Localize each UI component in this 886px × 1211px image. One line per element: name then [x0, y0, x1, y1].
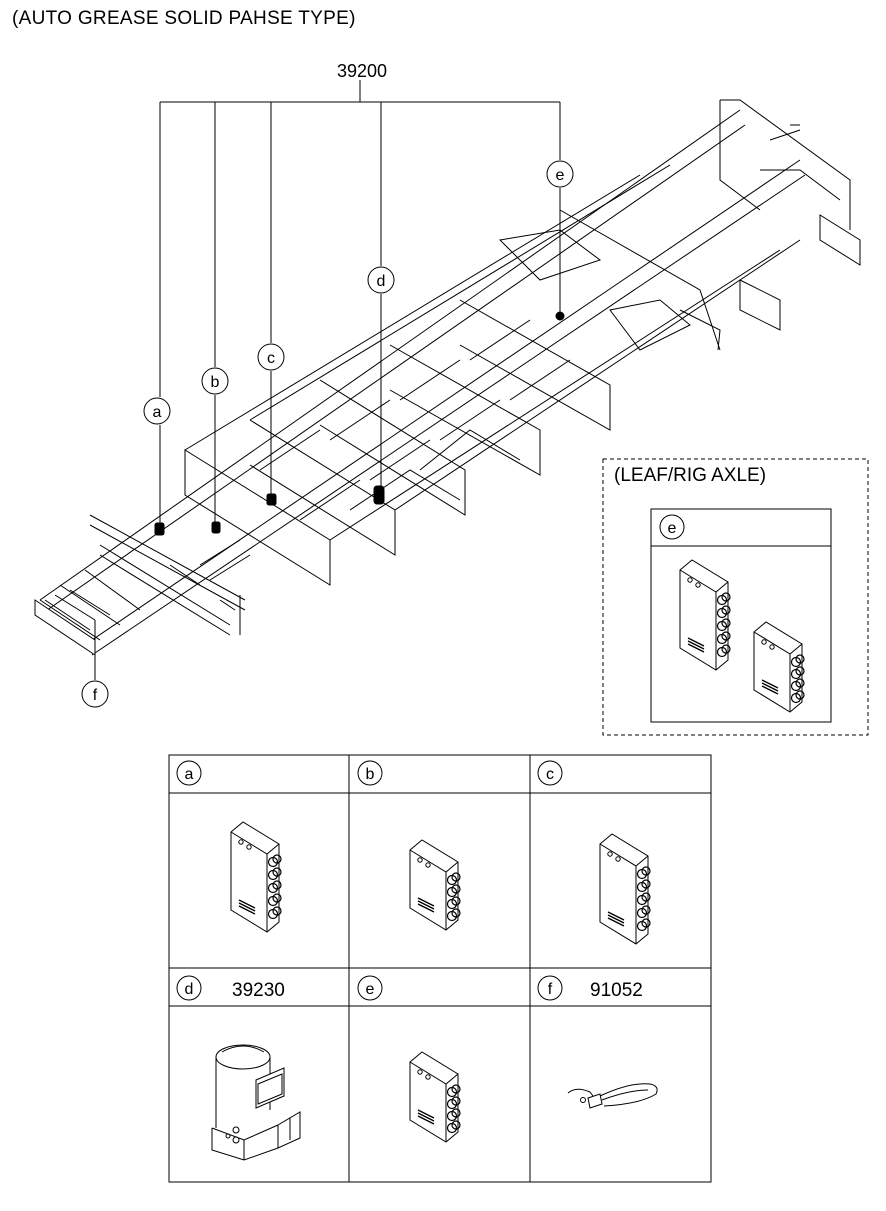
- chassis-frame-drawing: [34, 99, 861, 656]
- inset-title: (LEAF/RIG AXLE): [614, 465, 766, 486]
- table-cell-d: d 39230: [176, 975, 301, 1161]
- grease-points: [154, 311, 565, 536]
- table-cell-f: f 91052: [537, 975, 658, 1109]
- table-cell-e: e: [357, 975, 461, 1143]
- lubrication-block-icon: [753, 621, 805, 713]
- diagram-title: (AUTO GREASE SOLID PAHSE TYPE): [12, 8, 356, 29]
- callout-a: a: [143, 397, 171, 425]
- part-number: 91052: [590, 980, 643, 1001]
- svg-text:b: b: [211, 374, 220, 391]
- inset-letter: e: [668, 520, 677, 537]
- lubrication-block-icon: [230, 821, 282, 933]
- parts-table: [168, 754, 712, 1183]
- cell-letter: a: [185, 766, 194, 783]
- cell-letter: b: [366, 766, 375, 783]
- callout-d: d: [367, 266, 395, 294]
- svg-text:e: e: [556, 167, 565, 184]
- leader-lines: [94, 80, 561, 680]
- svg-text:f: f: [93, 687, 98, 704]
- lubrication-block-icon: [679, 559, 731, 671]
- assembly-part-number: 39200: [337, 61, 387, 81]
- grease-pump-icon: [211, 1044, 301, 1161]
- cell-letter: d: [185, 981, 194, 998]
- cable-tie-icon: [567, 1083, 658, 1109]
- callout-e: e: [546, 160, 574, 188]
- cell-letter: f: [548, 981, 553, 998]
- svg-text:a: a: [153, 404, 162, 421]
- table-cell-b: b: [357, 760, 461, 931]
- part-number: 39230: [232, 980, 285, 1001]
- callout-b: b: [201, 367, 229, 395]
- svg-text:d: d: [377, 273, 386, 290]
- callout-f: f: [81, 680, 109, 708]
- cell-letter: c: [546, 766, 554, 783]
- table-cell-c: c: [537, 760, 651, 945]
- lubrication-block-icon: [599, 833, 651, 945]
- cell-letter: e: [366, 981, 375, 998]
- table-cell-a: a: [176, 760, 282, 933]
- svg-text:c: c: [267, 350, 275, 367]
- callout-c: c: [257, 343, 285, 371]
- lubrication-block-icon: [409, 839, 461, 931]
- lubrication-block-icon: [409, 1051, 461, 1143]
- inset-leaf-rig-axle: (LEAF/RIG AXLE) e: [602, 458, 869, 736]
